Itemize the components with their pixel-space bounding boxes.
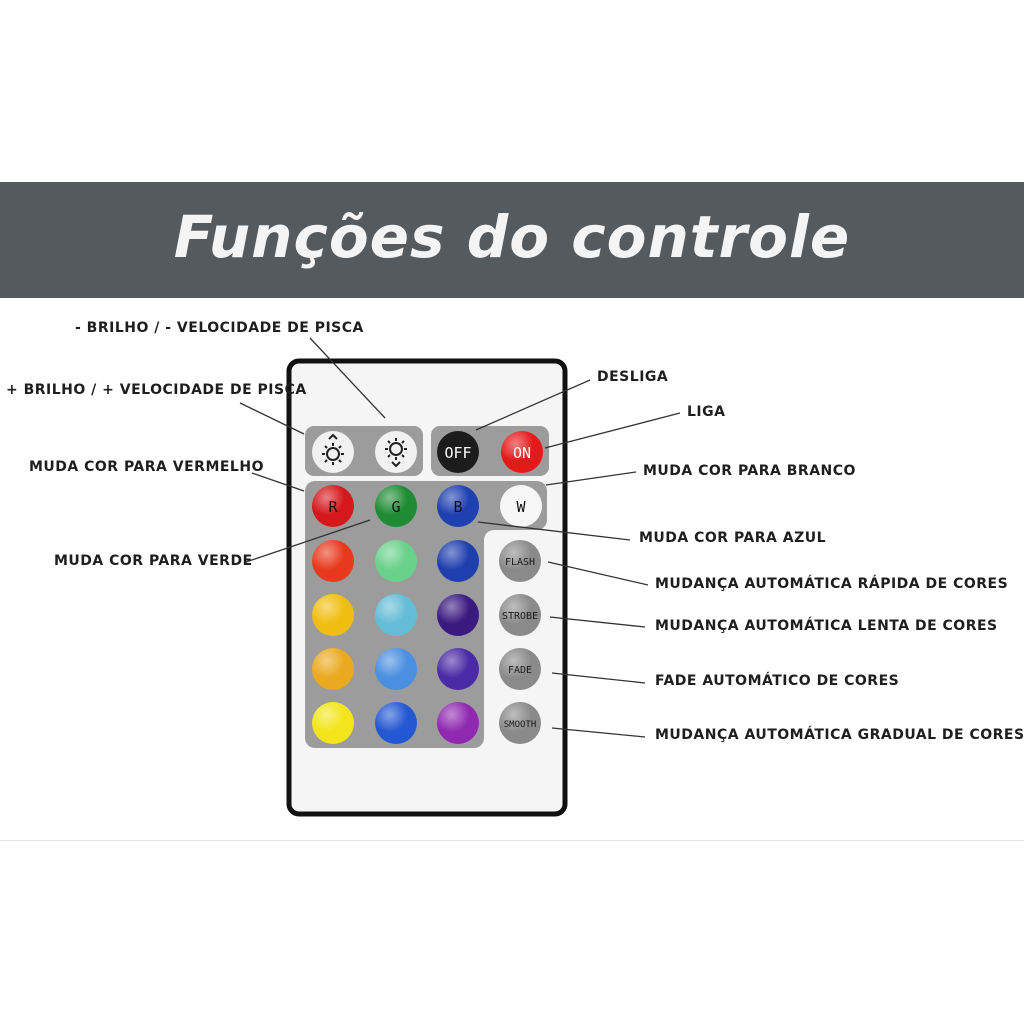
leader-fade bbox=[551, 672, 646, 684]
label-white: MUDA COR PARA BRANCO bbox=[643, 463, 856, 479]
color-button[interactable] bbox=[437, 702, 479, 744]
fade-button-label: FADE bbox=[508, 665, 532, 676]
label-blue: MUDA COR PARA AZUL bbox=[639, 530, 827, 546]
leader-off bbox=[475, 379, 591, 431]
brightness-up-button[interactable] bbox=[375, 431, 417, 473]
color-button[interactable] bbox=[375, 702, 417, 744]
color-button[interactable] bbox=[375, 540, 417, 582]
color-button[interactable] bbox=[312, 702, 354, 744]
label-green: MUDA COR PARA VERDE bbox=[54, 553, 253, 569]
flash-button-label: FLASH bbox=[505, 557, 535, 568]
strobe-button[interactable]: STROBE bbox=[499, 594, 541, 636]
bottom-divider bbox=[0, 840, 1024, 841]
color-grid bbox=[312, 540, 479, 744]
label-fade: FADE AUTOMÁTICO DE CORES bbox=[655, 673, 900, 689]
color-button[interactable] bbox=[437, 648, 479, 690]
color-button[interactable] bbox=[312, 648, 354, 690]
page-title: Funções do controle bbox=[173, 203, 851, 271]
brightness-up-icon bbox=[385, 438, 407, 468]
label-flash: MUDANÇA AUTOMÁTICA RÁPIDA DE CORES bbox=[655, 576, 1009, 592]
leader-smooth bbox=[551, 727, 646, 738]
leader-green bbox=[245, 519, 371, 563]
flash-button[interactable]: FLASH bbox=[499, 540, 541, 582]
white-button[interactable]: W bbox=[500, 485, 542, 527]
label-brightness-up: + BRILHO / + VELOCIDADE DE PISCA bbox=[6, 382, 307, 398]
brightness-down-icon bbox=[322, 433, 344, 465]
leader-white bbox=[545, 471, 637, 486]
strobe-button-label: STROBE bbox=[502, 611, 538, 622]
green-button[interactable]: G bbox=[375, 485, 417, 527]
color-button[interactable] bbox=[312, 594, 354, 636]
label-strobe: MUDANÇA AUTOMÁTICA LENTA DE CORES bbox=[655, 618, 998, 634]
leader-lines bbox=[239, 337, 681, 738]
label-on: LIGA bbox=[687, 404, 726, 420]
color-button[interactable] bbox=[437, 540, 479, 582]
leader-red bbox=[251, 472, 305, 492]
blue-button-label: B bbox=[453, 498, 462, 516]
leader-flash bbox=[547, 561, 649, 586]
smooth-button-label: SMOOTH bbox=[504, 720, 537, 730]
fade-button[interactable]: FADE bbox=[499, 648, 541, 690]
label-off: DESLIGA bbox=[597, 369, 669, 385]
brightness-down-button[interactable] bbox=[312, 431, 354, 473]
smooth-button[interactable]: SMOOTH bbox=[499, 702, 541, 744]
label-smooth: MUDANÇA AUTOMÁTICA GRADUAL DE CORES bbox=[655, 727, 1024, 743]
color-button[interactable] bbox=[437, 594, 479, 636]
blue-button[interactable]: B bbox=[437, 485, 479, 527]
color-panel bbox=[305, 481, 547, 748]
on-button[interactable]: ON bbox=[501, 431, 543, 473]
off-button[interactable]: OFF bbox=[437, 431, 479, 473]
leader-blue bbox=[477, 521, 631, 541]
label-red: MUDA COR PARA VERMELHO bbox=[29, 459, 264, 475]
red-button[interactable]: R bbox=[312, 485, 354, 527]
label-brightness-down: - BRILHO / - VELOCIDADE DE PISCA bbox=[75, 320, 364, 336]
leader-on bbox=[544, 412, 681, 449]
leader-brightness-down bbox=[309, 337, 386, 419]
white-button-label: W bbox=[516, 498, 526, 516]
color-button[interactable] bbox=[375, 648, 417, 690]
leader-strobe bbox=[549, 616, 646, 628]
off-button-label: OFF bbox=[444, 444, 471, 462]
leader-brightness-up bbox=[239, 402, 305, 435]
color-button[interactable] bbox=[312, 540, 354, 582]
green-button-label: G bbox=[391, 498, 400, 516]
on-button-label: ON bbox=[513, 444, 531, 462]
header-banner: Funções do controle bbox=[0, 182, 1024, 298]
red-button-label: R bbox=[328, 498, 338, 516]
color-button[interactable] bbox=[375, 594, 417, 636]
